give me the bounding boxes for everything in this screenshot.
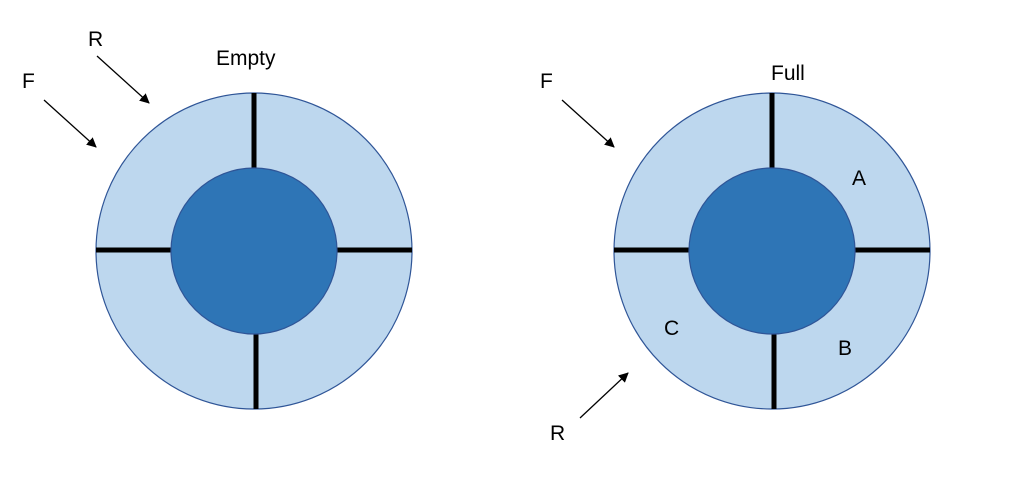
empty-arrow-f-label: F <box>22 70 35 93</box>
empty-arrow-r <box>96 55 150 104</box>
full-arrow-r-label: R <box>550 422 565 445</box>
full-arrow-f <box>561 99 615 148</box>
empty-arrow-r-label: R <box>88 28 103 51</box>
empty-inner-hub <box>170 167 338 335</box>
empty-state-label: Empty <box>216 47 276 70</box>
full-state-label: Full <box>771 62 805 85</box>
full-inner-hub <box>688 167 856 335</box>
full-segment-a-label: A <box>852 167 866 190</box>
full-arrow-f-label: F <box>540 70 553 93</box>
full-arrow-r <box>579 372 629 419</box>
empty-wheel: Empty R F <box>22 28 413 410</box>
full-wheel: Full A B C F R <box>540 62 931 445</box>
empty-arrow-f <box>43 99 97 148</box>
full-segment-c-label: C <box>664 317 679 340</box>
full-segment-b-label: B <box>838 337 852 360</box>
